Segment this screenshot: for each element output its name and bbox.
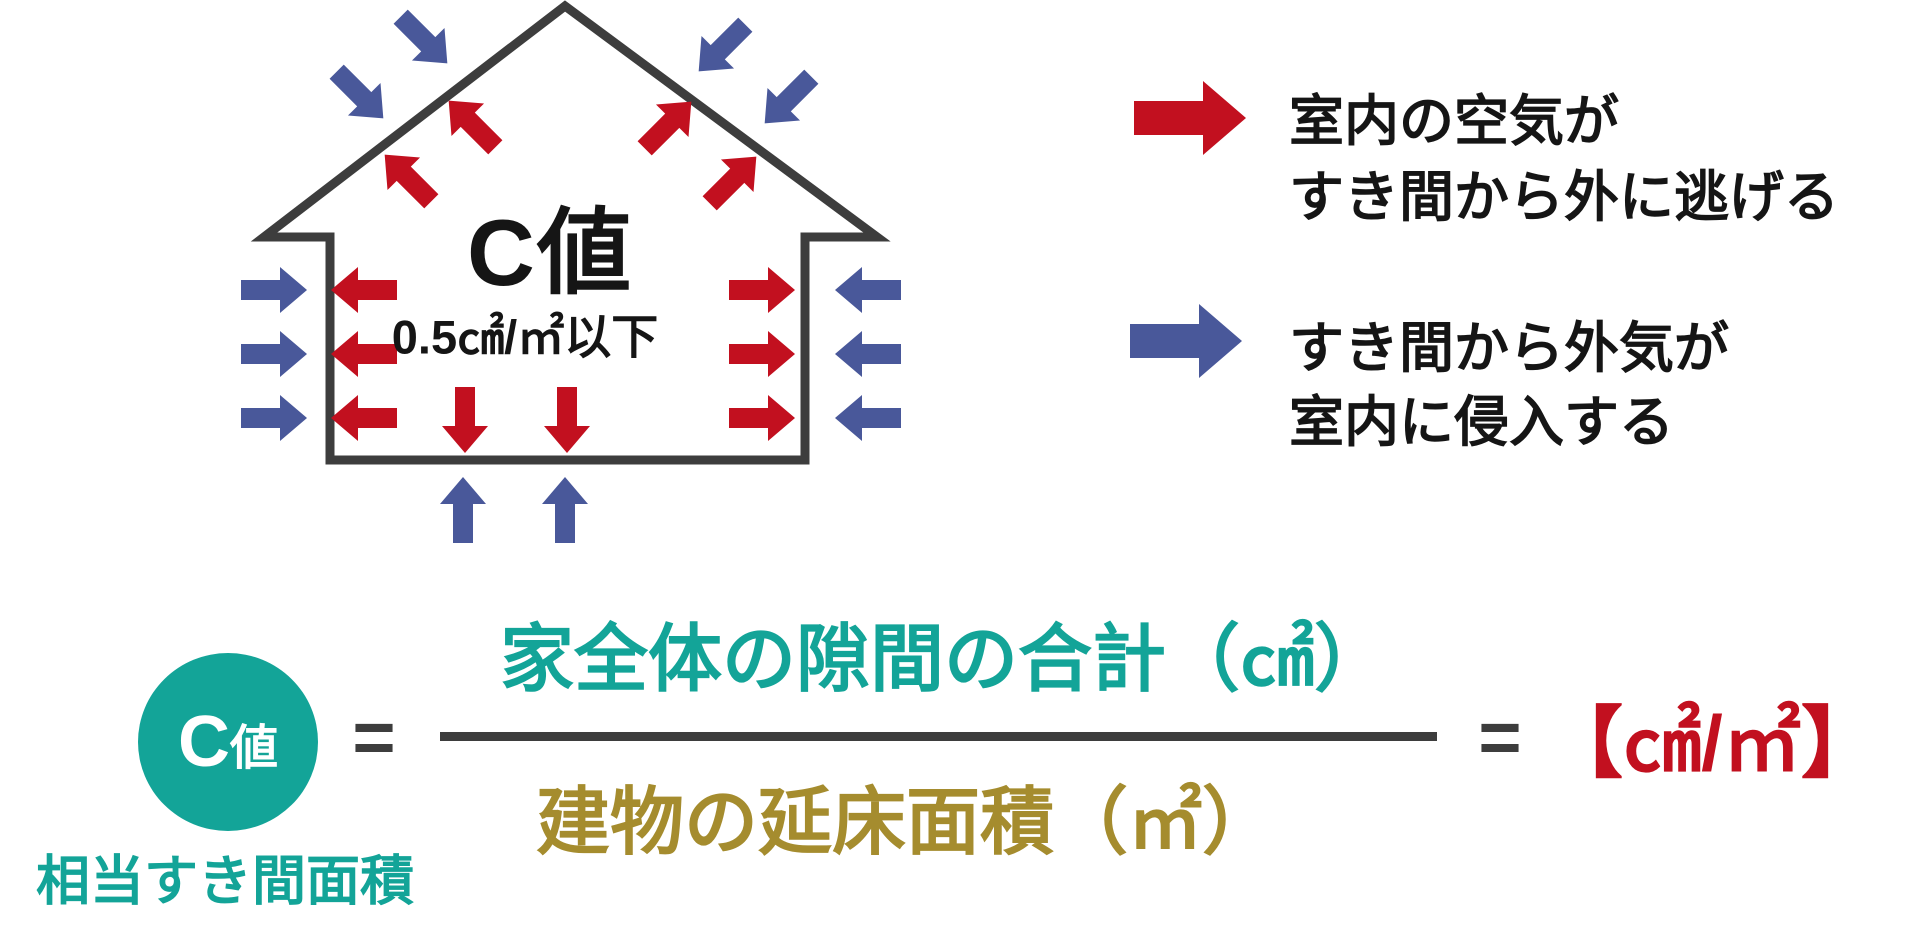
outflow-arrow-icon — [448, 100, 503, 155]
outflow-arrow-icon — [544, 387, 590, 453]
inflow-arrow-icon — [835, 331, 901, 377]
outflow-arrow-icon — [637, 101, 692, 156]
outflow-arrow-icon — [331, 267, 397, 313]
formula-denominator: 建物の延床面積（㎡） — [536, 780, 1276, 864]
outflow-arrow-icon — [1134, 81, 1246, 155]
inflow-arrow-icon — [241, 267, 307, 313]
inflow-arrow-icon — [698, 17, 753, 72]
formula-numerator: 家全体の隙間の合計（㎠） — [500, 617, 1388, 701]
formula-result-unit: 【㎠/㎡】 — [1545, 699, 1879, 787]
legend-inflow-line-2: 室内に侵入する — [1289, 391, 1675, 453]
c-value-badge: C 値 — [138, 653, 318, 831]
inflow-arrow-icon — [393, 9, 448, 64]
outflow-arrow-icon — [331, 331, 397, 377]
inflow-arrow-icon — [440, 477, 486, 543]
fraction-bar — [440, 732, 1437, 741]
outflow-arrow-icon — [729, 395, 795, 441]
outflow-arrow-icon — [442, 387, 488, 453]
legend-outflow-line-2: すき間から外に逃げる — [1289, 166, 1840, 228]
outflow-arrow-icon — [384, 154, 439, 209]
house-outline — [250, 0, 891, 465]
outflow-arrow-icon — [729, 267, 795, 313]
outflow-arrow-icon — [331, 395, 397, 441]
inflow-arrow-icon — [329, 64, 384, 119]
inflow-arrow-icon — [241, 395, 307, 441]
badge-caption: 相当すき間面積 — [36, 851, 414, 912]
equals-sign-1: = — [352, 695, 396, 779]
inflow-arrow-icon — [241, 331, 307, 377]
outflow-arrow-icon — [729, 331, 795, 377]
outflow-arrow-icon — [702, 156, 757, 211]
inflow-arrow-icon — [835, 395, 901, 441]
airflow-arrows — [241, 9, 1246, 543]
inflow-arrow-icon — [835, 267, 901, 313]
house-title: C値 — [467, 200, 633, 305]
inflow-arrow-icon — [1130, 304, 1242, 378]
legend-outflow-line-1: 室内の空気が — [1289, 90, 1620, 152]
c-value-badge-main: C — [177, 702, 230, 782]
inflow-arrow-icon — [542, 477, 588, 543]
house-subtitle: 0.5㎠/㎡以下 — [391, 310, 659, 364]
legend-inflow-line-1: すき間から外気が — [1289, 317, 1730, 379]
inflow-arrow-icon — [764, 69, 819, 124]
equals-sign-2: = — [1478, 695, 1522, 779]
c-value-badge-sub: 値 — [229, 722, 278, 775]
